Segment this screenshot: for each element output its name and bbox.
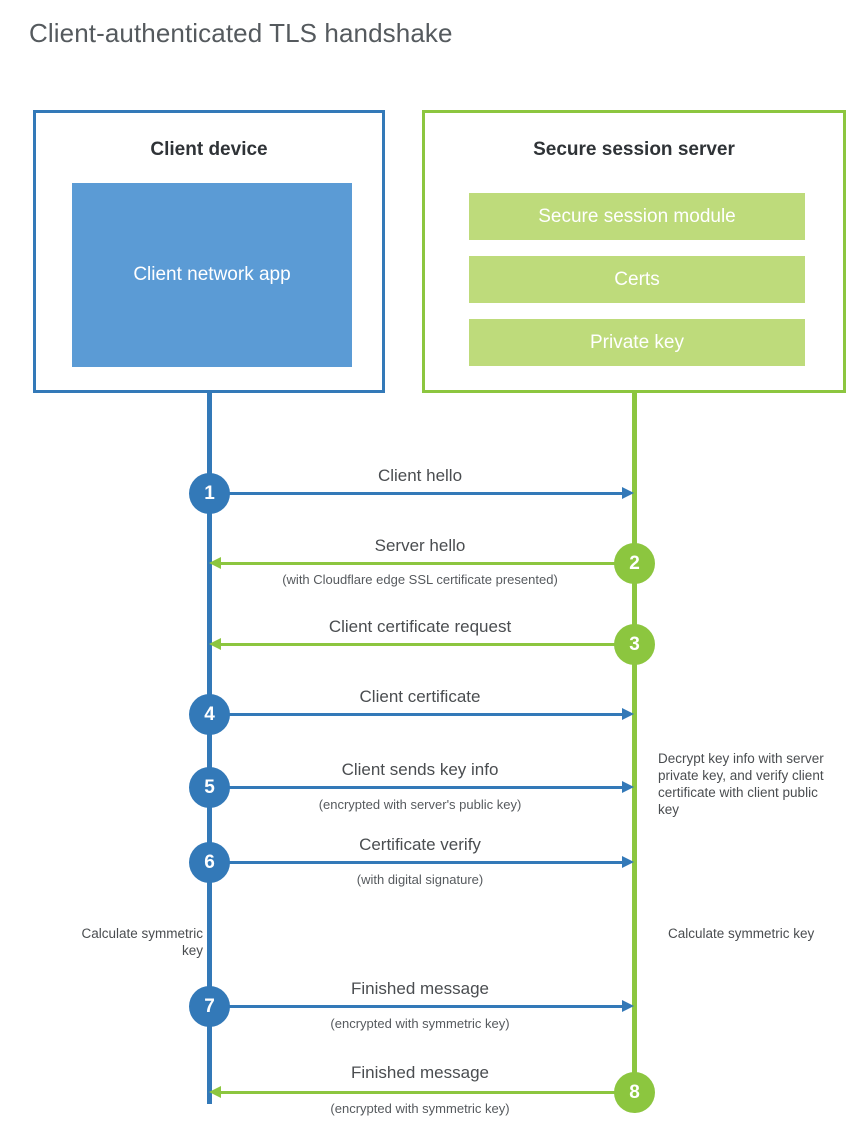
arrow-step-6 (210, 856, 634, 868)
message-sublabel-step-2: (with Cloudflare edge SSL certificate pr… (282, 572, 558, 587)
arrowhead-icon (622, 781, 634, 793)
message-label-step-8: Finished message (351, 1063, 489, 1082)
arrow-step-1 (210, 487, 634, 499)
message-sublabel-step-5: (encrypted with server's public key) (318, 797, 522, 812)
arrowhead-icon (622, 487, 634, 499)
arrow-step-7 (210, 1000, 634, 1012)
message-sublabel-step-6: (with digital signature) (356, 872, 484, 887)
step-badge-4: 4 (189, 694, 230, 735)
message-label-step-1: Client hello (377, 466, 463, 485)
server-module-private-key: Private key (469, 319, 805, 366)
message-label-step-4: Client certificate (359, 687, 481, 706)
message-label-step-2: Server hello (374, 536, 466, 555)
arrowhead-icon (622, 1000, 634, 1012)
server-module-secure-session-module: Secure session module (469, 193, 805, 240)
server-module-certs: Certs (469, 256, 805, 303)
step-badge-2: 2 (614, 543, 655, 584)
annotation-decrypt-key-info: Decrypt key info with server private key… (658, 751, 824, 817)
server-lifeline (632, 393, 637, 1093)
message-label-step-7: Finished message (351, 979, 489, 998)
step-badge-5: 5 (189, 767, 230, 808)
arrow-step-4 (210, 708, 634, 720)
step-badge-3: 3 (614, 624, 655, 665)
annotation-client-calculate-symmetric-key: Calculate symmetric key (81, 926, 203, 958)
arrow-step-8 (209, 1086, 632, 1098)
annotation-server-calculate-symmetric-key: Calculate symmetric key (668, 926, 815, 941)
arrow-step-3 (209, 638, 632, 650)
secure-session-server-title: Secure session server (533, 139, 735, 160)
message-sublabel-step-7: (encrypted with symmetric key) (330, 1016, 510, 1031)
step-badge-1: 1 (189, 473, 230, 514)
step-badge-8: 8 (614, 1072, 655, 1113)
step-badge-6: 6 (189, 842, 230, 883)
client-device-box: Client device Client network app (33, 110, 385, 393)
message-sublabel-step-8: (encrypted with symmetric key) (330, 1101, 510, 1116)
arrowhead-icon (209, 557, 221, 569)
client-lifeline (207, 393, 212, 1104)
message-label-step-5: Client sends key info (341, 760, 499, 779)
arrowhead-icon (622, 708, 634, 720)
arrowhead-icon (209, 638, 221, 650)
message-label-step-3: Client certificate request (328, 617, 512, 636)
arrowhead-icon (622, 856, 634, 868)
step-badge-7: 7 (189, 986, 230, 1027)
arrow-step-5 (210, 781, 634, 793)
arrow-step-2 (209, 557, 632, 569)
message-label-step-6: Certificate verify (359, 835, 481, 854)
page-title: Client-authenticated TLS handshake (29, 18, 453, 48)
secure-session-server-box: Secure session server Secure session mod… (422, 110, 846, 393)
client-device-title: Client device (150, 139, 268, 160)
client-network-app-block: Client network app (72, 183, 352, 367)
arrowhead-icon (209, 1086, 221, 1098)
